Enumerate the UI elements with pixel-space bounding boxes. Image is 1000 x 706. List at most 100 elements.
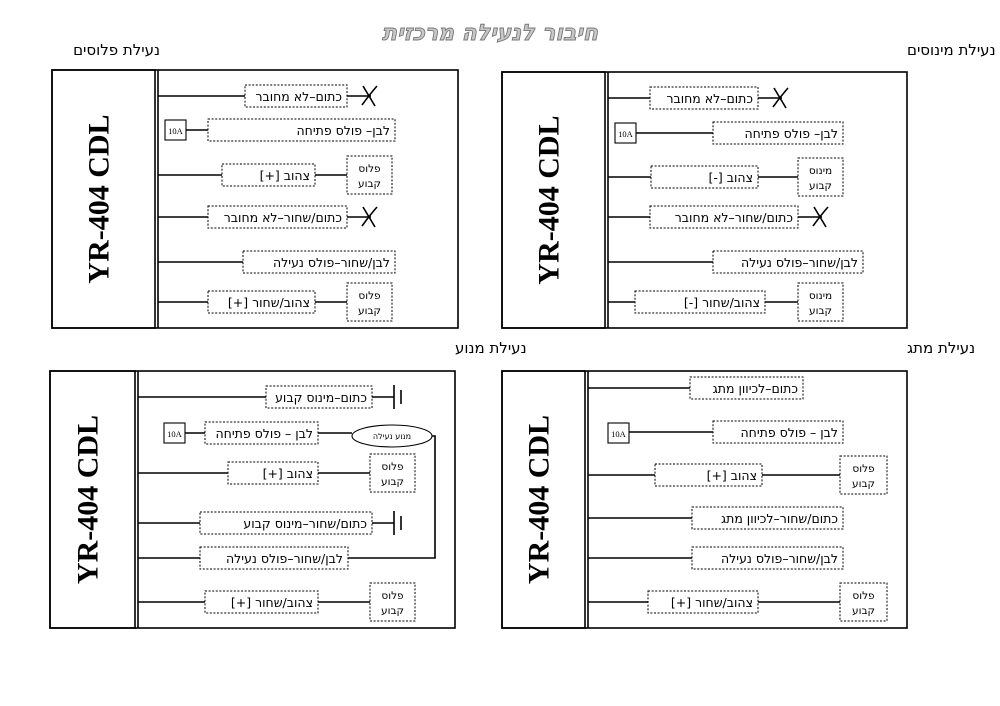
wire-row: כתום/שחור–לא מחובר	[608, 205, 829, 229]
power-box	[839, 455, 888, 495]
wire-label: צהוב [+]	[707, 468, 757, 483]
wire-label-box	[712, 121, 844, 145]
wire-label: כתום/שחור–לא מחובר	[675, 210, 793, 225]
panel-heading: נעילת מינוסים	[907, 41, 996, 59]
wire-row: לבן/שחור–פולס נעילה	[158, 250, 396, 274]
wire-label-box	[199, 511, 373, 535]
wire-label: לבן – פולס פתיחה	[216, 426, 314, 441]
panel-heading: נעילת מתג	[907, 339, 975, 357]
not-connected-icon	[361, 85, 378, 107]
device-label: YR-404 CDL	[532, 115, 565, 284]
power-box	[346, 282, 393, 322]
ground-symbol-icon	[393, 385, 402, 409]
device-label: YR-404 CDL	[71, 415, 104, 584]
not-connected-icon	[772, 87, 789, 109]
wire-label: צהוב/שחור [+]	[671, 595, 753, 610]
wire-row: 10A לבן – פולס פתיחה	[607, 420, 844, 444]
controller-box	[501, 370, 586, 629]
device-label: YR-404 CDL	[522, 415, 555, 584]
wire-label: כתום–מינוס קבוע	[275, 390, 367, 405]
wire-label-box	[691, 546, 844, 570]
wire-label-box	[207, 205, 348, 229]
power-box	[369, 453, 416, 493]
wire-label-box	[712, 250, 864, 274]
wire-label: צהוב [+]	[260, 168, 310, 183]
lock-motor: מנוע נעילה	[318, 424, 436, 559]
wire-label: צהוב [+]	[263, 466, 313, 481]
power-box	[797, 282, 844, 322]
wire-row: לבן/שחור–פולס נעילה	[138, 546, 349, 570]
wire-label: כתום/שחור–לכיוון מתג	[721, 511, 838, 526]
power-box	[797, 157, 844, 197]
wire-label: כתום/שחור–מינוס קבוע	[243, 516, 367, 531]
fuse-label: 10A	[611, 429, 627, 439]
wire-label: צהוב/שחור [+]	[228, 295, 310, 310]
fuse-label: 10A	[168, 126, 184, 136]
controller-box	[501, 71, 606, 329]
wire-label-box	[654, 463, 763, 487]
power-box	[839, 582, 888, 622]
wire-label: לבן/שחור–פולס נעילה	[721, 551, 838, 566]
wire-row: כתום/שחור–לכיוון מתג	[588, 506, 844, 530]
wire-label-box	[221, 163, 316, 187]
power-box	[346, 155, 393, 195]
panel-plus: נעילת פלוסים YR-404 CDL כתום–לא מחובר 10A לב…	[51, 41, 459, 329]
motor-wire	[348, 435, 436, 559]
wire-label: כתום–לכיוון מתג	[713, 381, 798, 396]
wire-label-box	[691, 506, 844, 530]
fuse-box	[607, 422, 630, 444]
fuse-label: 10A	[618, 129, 634, 139]
wire-row: כתום–לא מחובר	[608, 86, 789, 110]
wire-label: לבן/שחור–פולס נעילה	[226, 551, 343, 566]
wire-row: כתום–מינוס קבוע	[138, 385, 402, 409]
page-title: חיבור לנעילה מרכזית	[382, 21, 598, 46]
wire-label-box	[207, 118, 396, 142]
wire-row: כתום/שחור–מינוס קבוע	[138, 511, 402, 535]
wire-label: צהוב/שחור [+]	[231, 595, 313, 610]
wire-label: לבן/שחור–פולס נעילה	[273, 255, 390, 270]
wire-label: לבן– פולס פתיחה	[296, 123, 390, 138]
wire-label: כתום–לא מחובר	[666, 91, 753, 106]
panels: נעילת פלוסים YR-404 CDL כתום–לא מחובר 10A לב…	[49, 41, 996, 629]
wire-label-box	[689, 376, 804, 400]
panel-switch: נעילת מתג YR-404 CDL כתום–לכיוון מתג 10A לבן…	[501, 339, 975, 629]
wire-label-box	[650, 165, 759, 189]
wire-label: צהוב [-]	[709, 170, 753, 185]
wire-label: לבן – פולס פתיחה	[741, 425, 839, 440]
wire-row: כתום/שחור–לא מחובר	[158, 205, 378, 229]
controller-box	[51, 69, 156, 329]
wire-label: כתום–לא מחובר	[255, 89, 342, 104]
wire-label: צהוב/שחור [-]	[684, 295, 760, 310]
wire-label-box	[647, 590, 759, 614]
wire-label-box	[712, 420, 844, 444]
wire-label-box	[207, 290, 316, 314]
device-label: YR-404 CDL	[82, 114, 115, 283]
wire-label: כתום/שחור–לא מחובר	[224, 210, 342, 225]
motor-label: מנוע נעילה	[373, 432, 411, 441]
fuse-label: 10A	[167, 429, 183, 439]
not-connected-icon	[361, 206, 378, 228]
wire-row: 10A לבן– פולס פתיחה	[164, 118, 396, 142]
wire-row: לבן/שחור–פולס נעילה	[588, 546, 844, 570]
wire-row: כתום–לכיוון מתג	[588, 376, 804, 400]
wire-row: כתום–לא מחובר	[158, 84, 378, 108]
panel-heading: נעילת פלוסים	[73, 41, 160, 59]
